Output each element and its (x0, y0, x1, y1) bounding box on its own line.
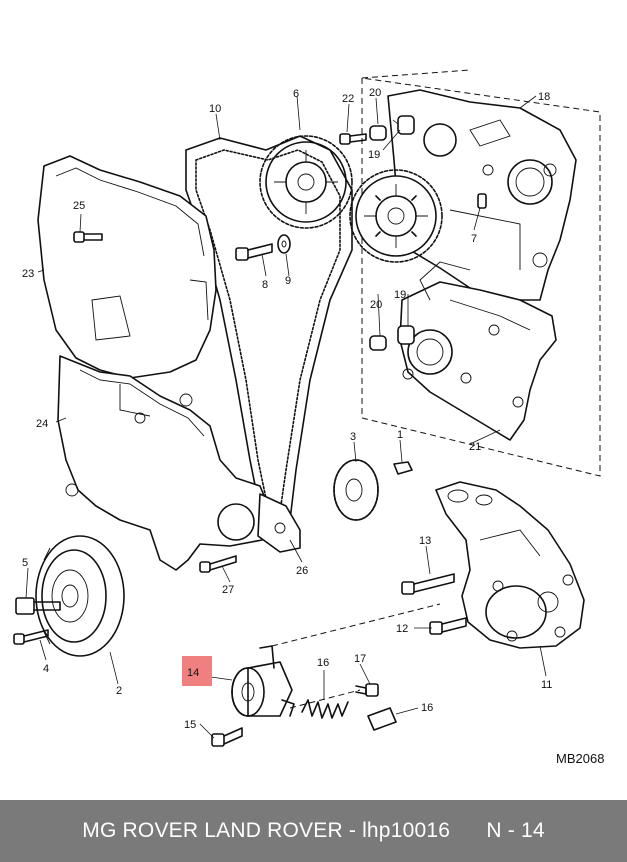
seal-19-upper (397, 115, 415, 135)
callout-1: 1 (397, 429, 403, 441)
crankshaft-pulley (35, 535, 125, 657)
callout-25: 25 (73, 200, 85, 212)
callout-14: 14 (187, 667, 199, 679)
callout-24: 24 (36, 418, 48, 430)
callout-9: 9 (285, 275, 291, 287)
callout-10: 10 (209, 103, 221, 115)
crank-pulley-bolt (15, 597, 61, 615)
alignment-lines (271, 603, 441, 709)
callout-6: 6 (293, 88, 299, 100)
callout-16-sleeve: 16 (421, 702, 433, 714)
callout-23: 23 (22, 268, 34, 280)
footer-title: MG ROVER LAND ROVER - lhp10016 (82, 819, 451, 842)
callout-20-upper: 20 (369, 87, 381, 99)
callout-18: 18 (538, 91, 550, 103)
tensioner-spring (301, 699, 349, 719)
callout-17: 17 (354, 653, 366, 665)
pulley-screw (13, 629, 49, 645)
tensioner-bolt (211, 727, 243, 747)
seal-19-lower (397, 325, 415, 345)
footer-bar: MG ROVER LAND ROVER - lhp10016 N - 14 (0, 800, 627, 862)
pin-7 (477, 193, 487, 209)
callout-labels: 10 6 22 20 19 18 7 19 20 21 25 23 24 8 9… (22, 87, 604, 766)
lower-bracket (257, 493, 301, 553)
callout-7: 7 (471, 233, 477, 245)
camshaft-pulley-lower (349, 169, 443, 263)
water-pump (435, 481, 585, 649)
tensioner-pulley (231, 645, 295, 717)
callout-19-upper: 19 (368, 149, 380, 161)
leader-lines (25, 95, 547, 739)
callout-26: 26 (296, 565, 308, 577)
callout-13: 13 (419, 535, 431, 547)
callout-12: 12 (396, 623, 408, 635)
callout-16-spring: 16 (317, 657, 329, 669)
dashed-outline (361, 69, 601, 477)
callout-3: 3 (350, 431, 356, 443)
callout-21: 21 (469, 441, 481, 453)
highlight-box-14 (182, 656, 212, 686)
callout-2: 2 (116, 685, 122, 697)
callout-22: 22 (342, 93, 354, 105)
dowel-20-lower (369, 335, 387, 351)
crankshaft-sprocket (333, 459, 379, 521)
diagram-code: MB2068 (556, 751, 604, 766)
woodruff-key (393, 461, 413, 475)
callout-15: 15 (184, 719, 196, 731)
spring-stud (355, 683, 379, 697)
pump-bolt-13 (401, 573, 455, 595)
callout-11: 11 (541, 679, 552, 691)
spring-sleeve (367, 707, 397, 731)
dowel-20-upper (369, 125, 387, 141)
upper-front-cover (37, 155, 217, 379)
bracket-bolt-27 (199, 555, 237, 573)
pulley-bolt-8 (235, 243, 273, 261)
footer-page-number: N - 14 (486, 819, 545, 842)
camshaft-pulley-upper (259, 135, 353, 229)
callout-4: 4 (43, 663, 49, 675)
callout-5: 5 (22, 557, 28, 569)
pump-bolt-12 (429, 617, 467, 635)
washer-9 (277, 234, 291, 254)
callout-19-lower: 19 (394, 289, 406, 301)
timing-belt (185, 135, 353, 533)
cover-bolt-25 (73, 231, 103, 243)
lower-front-cover (57, 355, 281, 571)
callout-8: 8 (262, 279, 268, 291)
parts-diagram: 10 6 22 20 19 18 7 19 20 21 25 23 24 8 9… (13, 69, 604, 766)
footer-gap (450, 819, 486, 843)
callout-20-lower: 20 (370, 299, 382, 311)
timing-belt-exploded-view: 10 6 22 20 19 18 7 19 20 21 25 23 24 8 9… (13, 69, 604, 766)
bolt-22 (339, 133, 367, 145)
callout-27: 27 (222, 584, 234, 596)
rear-lower-backplate (399, 261, 557, 441)
